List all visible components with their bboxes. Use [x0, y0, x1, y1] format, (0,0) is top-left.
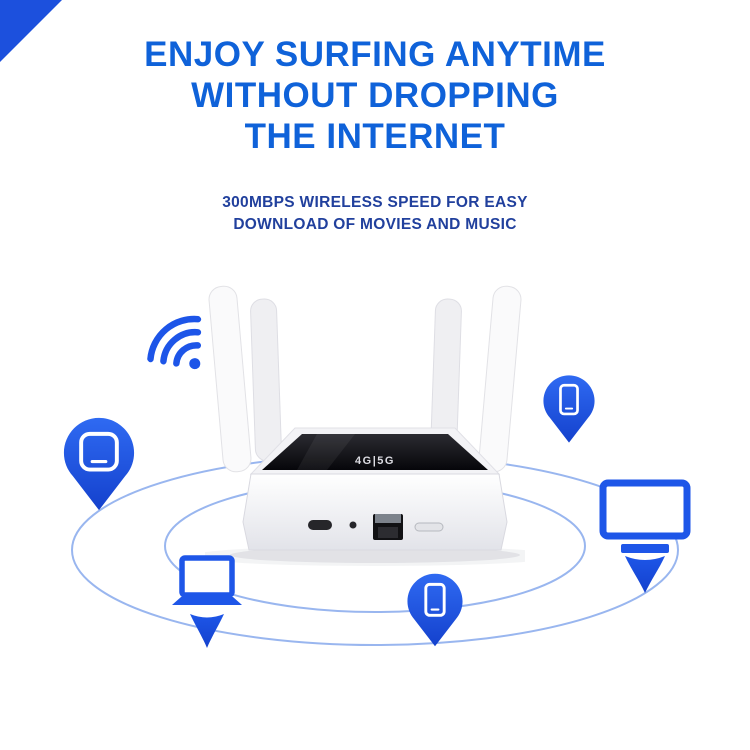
router-antenna-right-front	[478, 285, 522, 473]
wifi-arc-large	[147, 315, 202, 363]
location-pin-tv	[596, 476, 694, 603]
location-pin-phone-right	[542, 374, 596, 449]
smartphone-icon	[559, 383, 579, 416]
laptop-icon	[172, 555, 242, 605]
wifi-dot	[189, 358, 201, 370]
corner-accent-triangle-icon	[0, 0, 62, 62]
usb-c-port	[308, 520, 332, 530]
reset-hole	[349, 521, 357, 529]
pin-tail	[190, 614, 224, 648]
wifi-arc-medium	[160, 329, 202, 365]
headline-line-3: THE INTERNET	[244, 117, 506, 156]
headline-line-2: WITHOUT DROPPING	[191, 76, 559, 115]
wifi-signal-icon	[147, 315, 202, 370]
wifi-arc-small	[173, 342, 202, 367]
router-logo: 4G|5G	[355, 455, 395, 467]
location-pin-smart-device	[62, 416, 136, 517]
pin-shape	[63, 417, 135, 511]
router-shadow	[205, 546, 525, 566]
subtitle-line-2: DOWNLOAD OF MOVIES AND MUSIC	[233, 216, 517, 233]
router-panel-gloss	[297, 434, 355, 470]
subtitle: 300MBPS WIRELESS SPEED FOR EASY DOWNLOAD…	[0, 192, 750, 236]
location-pin-laptop	[166, 554, 248, 661]
router-antenna-left-front	[208, 285, 252, 473]
location-pin-phone-bottom	[406, 572, 464, 653]
headline: ENJOY SURFING ANYTIME WITHOUT DROPPING T…	[0, 34, 750, 157]
router-image: 4G|5G	[205, 285, 525, 566]
smartphone-icon	[424, 582, 446, 617]
ethernet-port	[373, 514, 403, 540]
subtitle-line-1: 300MBPS WIRELESS SPEED FOR EASY	[222, 194, 528, 211]
router-top-panel	[262, 434, 488, 470]
headline-line-1: ENJOY SURFING ANYTIME	[144, 35, 606, 74]
pin-tail	[625, 556, 665, 593]
smart-device-icon	[79, 431, 119, 472]
tv-icon	[599, 479, 691, 553]
sim-card-slot	[414, 522, 444, 532]
router-antenna-left-rear	[250, 298, 282, 462]
router-shadow-inner	[230, 547, 520, 563]
